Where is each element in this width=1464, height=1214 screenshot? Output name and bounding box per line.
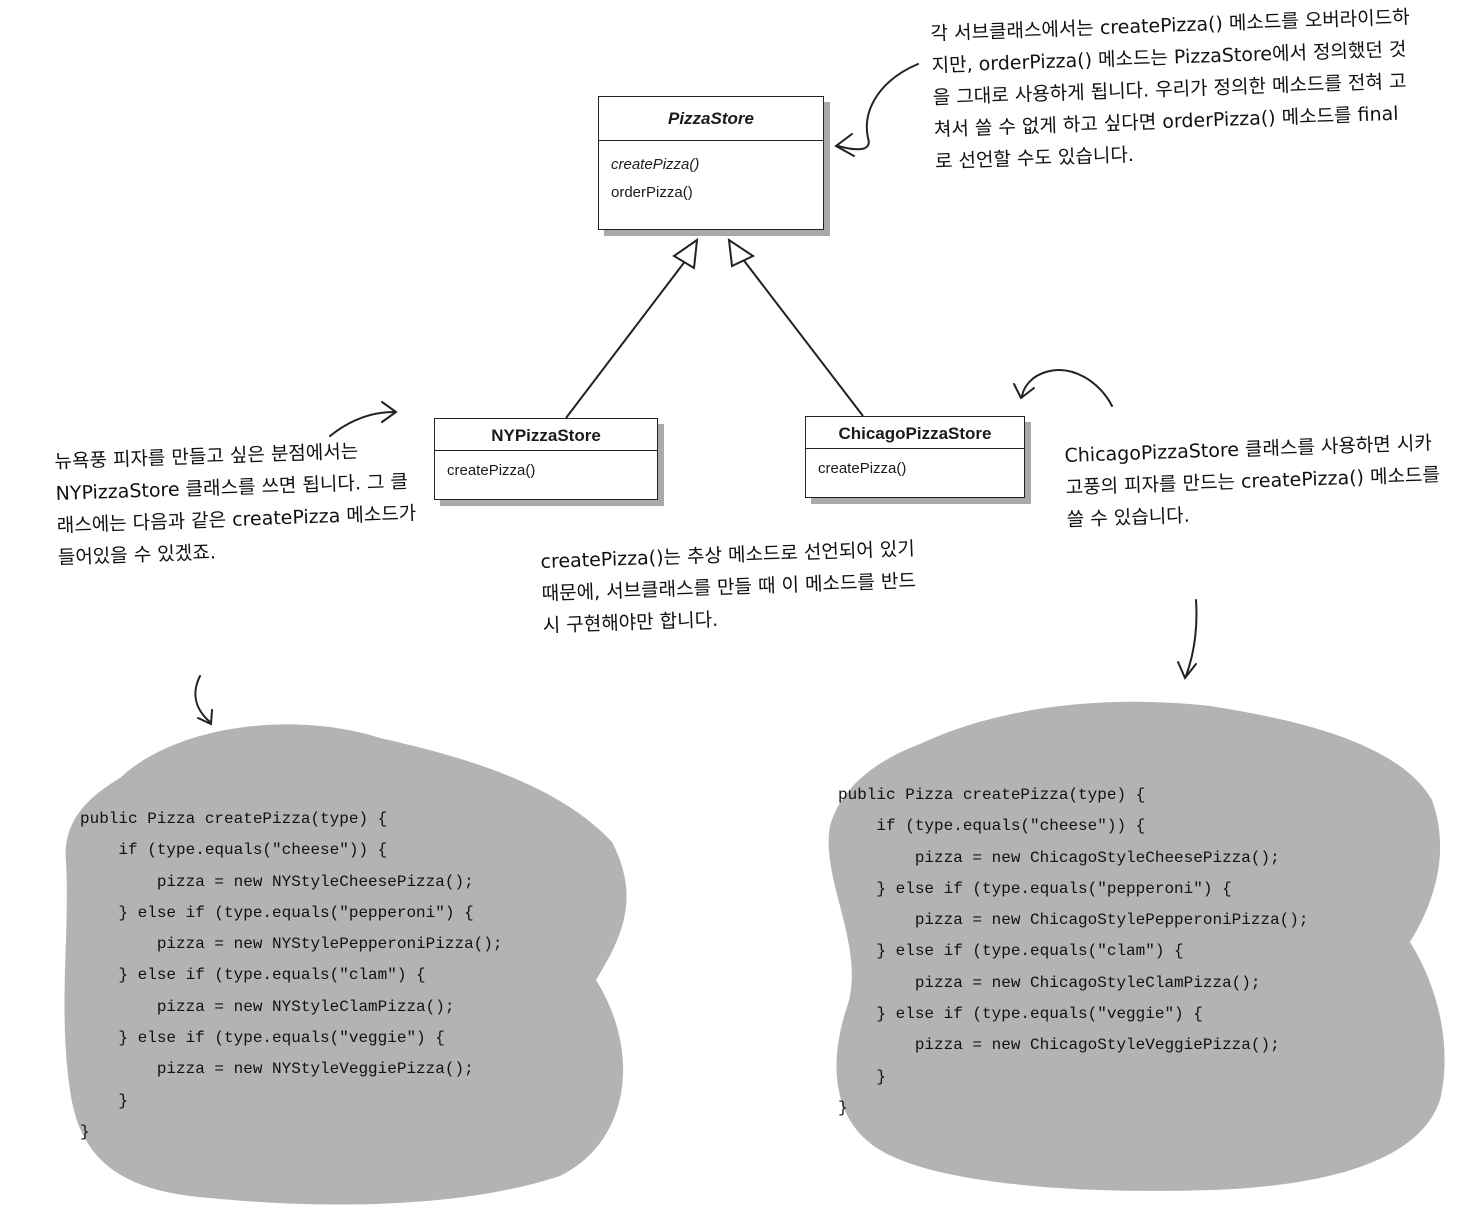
ny-store-note: 뉴욕풍 피자를 만들고 싶은 분점에서는 NYPizzaStore 클래스를 쓰… <box>54 440 417 569</box>
chicagopizzastore-class-name: ChicagoPizzaStore <box>806 417 1024 449</box>
pizzastore-method-create: createPizza() <box>611 156 700 173</box>
chicago-note-arrowhead <box>1013 383 1035 400</box>
nypizzastore-method-create: createPizza() <box>447 462 536 479</box>
ny-inheritance-line <box>565 259 687 419</box>
chicagopizzastore-method-create: createPizza() <box>818 460 907 477</box>
chicagopizzastore-class-box: ChicagoPizzaStore createPizza() <box>805 416 1025 498</box>
chicago-createpizza-code: public Pizza createPizza(type) { if (typ… <box>838 786 1309 1117</box>
subclass-override-note: 각 서브클래스에서는 createPizza() 메소드를 오버라이드하지만, … <box>930 6 1410 173</box>
ny-inheritance-arrowhead <box>672 237 699 270</box>
pizzastore-class-name: PizzaStore <box>599 97 823 141</box>
ny-note-arrowhead <box>381 401 398 423</box>
nypizzastore-class-name: NYPizzaStore <box>435 419 657 451</box>
ny-code-blob <box>64 724 627 1205</box>
chicago-inheritance-arrowhead <box>727 237 756 268</box>
chicago-code-arrow <box>1185 599 1198 677</box>
pizzastore-class-box: PizzaStore createPizza() orderPizza() <box>598 96 824 230</box>
ny-code-arrowhead <box>197 709 213 726</box>
chicago-note-arrow <box>1021 369 1113 407</box>
top-note-arrow <box>837 63 919 151</box>
chicago-store-note: ChicagoPizzaStore 클래스를 사용하면 시카고풍의 피자를 만드… <box>1064 432 1441 531</box>
chicago-code-blob <box>828 701 1445 1191</box>
nypizzastore-class-box: NYPizzaStore createPizza() <box>434 418 658 500</box>
ny-createpizza-code: public Pizza createPizza(type) { if (typ… <box>80 810 503 1141</box>
ny-code-arrow <box>194 675 211 723</box>
top-note-arrowhead <box>834 133 855 157</box>
pizzastore-method-order: orderPizza() <box>611 184 693 201</box>
chicago-code-arrowhead <box>1177 661 1197 680</box>
ny-note-arrow <box>329 411 395 437</box>
chicago-inheritance-line <box>741 257 864 417</box>
abstract-method-note: createPizza()는 추상 메소드로 선언되어 있기 때문에, 서브클래… <box>540 537 917 637</box>
